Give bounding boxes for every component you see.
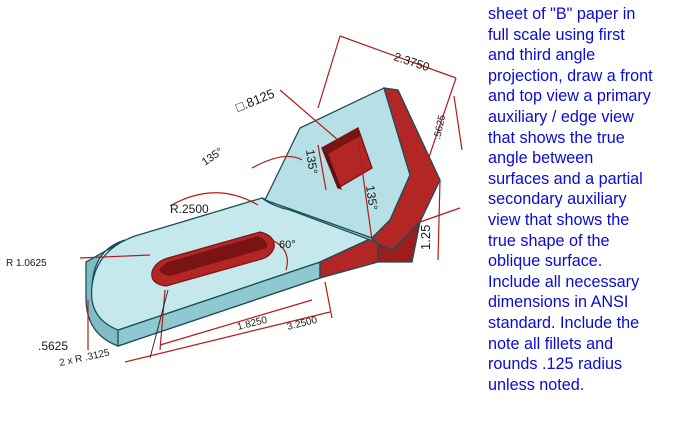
instructions-line: secondary auxiliary [488,190,627,209]
instructions-line: angle between [488,149,594,168]
instructions-line: note all fillets and [488,334,614,353]
square-hole-depth-side [322,148,342,190]
dim-end-radius-leader [79,254,151,259]
instructions-text: sheet of "B" paper in full scale using f… [488,4,694,395]
instructions-line: auxiliary / edge view [488,107,634,126]
instructions-line: Include all necessary [488,272,640,291]
instructions-line: and third angle [488,46,596,65]
dim-base-length-label: 3.2500 [286,315,319,333]
dim-bend-arc [169,192,259,207]
dim-end-radius-label: R 1.0625 [6,258,47,269]
square-hole-depth [322,128,360,154]
dim-height-label: 1.25 [418,225,433,250]
base-slot-inner [159,236,268,276]
instructions-line: dimensions in ANSI [488,293,629,312]
instructions-line: that shows the true [488,128,625,147]
dim-height-line [437,179,441,261]
dim-slot-length-label: 1.8250 [236,315,269,333]
dim-slot-angle-label: 60° [279,239,296,251]
instructions-line: sheet of "B" paper in [488,5,636,23]
instructions-line: full scale using first [488,25,625,44]
dim-top-width-ext-b [427,77,457,161]
wall-side-cut-lower [377,220,422,263]
dim-angle-center-line [317,144,327,191]
instructions-line: projection, draw a front [488,66,653,85]
dim-slot-length-line [159,299,313,346]
dim-slot-length-ext [159,289,166,351]
dim-thickness-label: .5625 [38,339,68,353]
dim-bend-radius-label: R.2500 [170,202,209,216]
dim-square-label: □.8125 [234,86,277,115]
instructions-line: surfaces and a partial [488,169,643,188]
dim-hole-leader [149,289,169,359]
instructions-line: unless noted. [488,375,585,394]
isometric-part-drawing: 2.3750 □.8125 .5625 1.25 135° 135° 135° … [6,35,463,369]
dim-top-width-line [339,35,457,79]
dim-slot-right-line [453,95,463,151]
dim-angle-center-label: 135° [303,148,320,175]
instructions-line: true shape of the [488,231,610,250]
dim-base-length-line [124,311,331,363]
dim-square-leader [279,89,339,141]
instructions-line: view that shows the [488,210,630,229]
instructions-line: and top view a primary [488,87,651,106]
dim-angle-left-label: 135° [200,146,226,169]
dim-angle-face-label: 135° [363,184,380,211]
dim-slot-angle-arc [271,239,288,271]
dim-base-length-ext [324,281,333,319]
instructions-line: oblique surface. [488,252,603,271]
dim-top-width-ext-a [317,35,341,109]
dim-slot-right-label: .5625 [432,113,448,140]
dim-angle-left-arc [251,155,303,169]
dim-top-width-label: 2.3750 [392,50,432,75]
dim-angle-face-line [357,139,373,241]
dim-right-ext [419,207,461,223]
instructions-line: standard. Include the [488,313,640,332]
instructions-line: rounds .125 radius [488,355,623,374]
